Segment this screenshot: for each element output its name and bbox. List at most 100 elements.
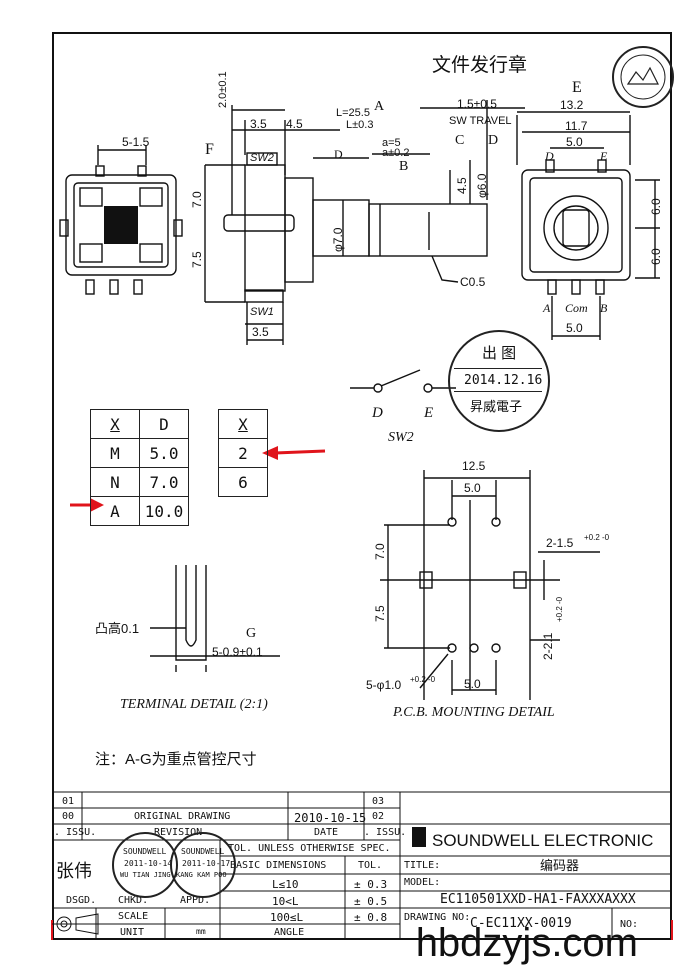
- tol-label: TOL.: [358, 860, 383, 871]
- soundwell-logo-icon: [412, 827, 426, 847]
- pcb-hole-5-phi: 5-φ1.0: [366, 678, 402, 692]
- approval-stamp-1: SOUNDWELL 2011-10-14 WU TIAN JING: [112, 832, 178, 898]
- table-cell: A: [90, 496, 140, 526]
- tol-val-0: ± 0.3: [354, 878, 388, 891]
- doc-stamp-text: 文件发行章: [432, 55, 528, 76]
- basic-dims: BASIC DIMENSIONS: [230, 860, 327, 871]
- table-row: A 10.0: [90, 496, 189, 526]
- table-cell: 2: [218, 438, 268, 468]
- pcb-hole-2-1-5: 2-1.5: [546, 536, 574, 550]
- sw-travel-value: 1.5±0.5: [457, 97, 497, 111]
- sw-travel-label: SW TRAVEL: [449, 115, 512, 127]
- label-pin-A: A: [543, 301, 551, 315]
- issue-stamp-top: 出 图: [482, 345, 517, 362]
- front-dim-top: 5-1.5: [122, 135, 150, 149]
- dim-13-2: 13.2: [560, 98, 584, 112]
- pcb-hole-2-1-5-tol: +0.2 -0: [584, 533, 610, 542]
- issue-stamp-date: 2014.12.16: [464, 373, 543, 388]
- table-row: 2: [218, 438, 268, 468]
- label-E: E: [572, 79, 582, 96]
- label-B: B: [399, 159, 409, 174]
- sw2-label: SW2: [388, 430, 414, 445]
- tol-dim-0: L≤10: [272, 878, 299, 891]
- header-issu-2: . ISSU.: [364, 827, 407, 838]
- terminal-dim: 5-0.9±0.1: [212, 645, 263, 659]
- sw2-label-E: E: [424, 405, 434, 421]
- model-label: MODEL:: [404, 877, 441, 888]
- header-issu: . ISSU.: [54, 827, 97, 838]
- dim-4-5: 4.5: [286, 117, 303, 131]
- unit-label: UNIT: [120, 927, 145, 938]
- terminal-detail-title: TERMINAL DETAIL (2:1): [120, 697, 268, 712]
- pcb-title: P.C.B. MOUNTING DETAIL: [393, 705, 555, 720]
- label-F: F: [205, 141, 214, 158]
- label-pin-B: B: [600, 301, 608, 315]
- no-label: NO:: [620, 919, 639, 930]
- rev-no-00: 00: [62, 811, 75, 822]
- label-right-D: D: [545, 149, 554, 163]
- rev-issu-03: 03: [372, 796, 385, 807]
- tol-header: TOL. UNLESS OTHERWISE SPEC.: [228, 843, 391, 854]
- chkd-label: CHKD.: [118, 895, 149, 906]
- approval-stamp-2: SOUNDWELL 2011-10-17 KANG KAM POO: [170, 832, 236, 898]
- dim-5-0-top: 5.0: [566, 135, 583, 149]
- rev-desc: ORIGINAL DRAWING: [134, 811, 231, 822]
- table-cell: 10.0: [139, 496, 189, 526]
- dim-a-tol: a±0.2: [382, 147, 410, 159]
- header-revision: REVISION: [154, 827, 203, 838]
- label-c05: C0.5: [460, 275, 486, 289]
- label-G: G: [246, 626, 257, 641]
- table-header-x: X: [218, 409, 268, 439]
- rev-no-01: 01: [62, 796, 75, 807]
- title-value: 编码器: [540, 858, 580, 873]
- signature: 张伟: [56, 861, 92, 881]
- table-cell: 6: [218, 467, 268, 497]
- pcb-hole-5-phi-tol: +0.2 -0: [410, 675, 436, 684]
- tol-dim-2: 100≤L: [270, 911, 304, 924]
- table-x: X 2 6: [218, 409, 268, 497]
- table-row: N 7.0: [90, 467, 189, 497]
- table-row: X: [218, 409, 268, 439]
- unit-value: mm: [196, 927, 206, 936]
- tol-val-1: ± 0.5: [354, 895, 388, 908]
- label-D2: D: [488, 133, 499, 148]
- label-C: C: [455, 133, 465, 148]
- pcb-dim-5-0-bot: 5.0: [464, 677, 481, 691]
- sw2-label-D: D: [372, 405, 383, 421]
- issue-stamp-bottom: 昇威電子: [470, 399, 523, 414]
- pcb-dim-12-5: 12.5: [462, 459, 486, 473]
- dim-5-0-bot: 5.0: [566, 321, 583, 335]
- watermark: hbdzyjs.com: [415, 921, 638, 965]
- rev-date: 2010-10-15: [294, 811, 367, 825]
- tol-dim-3: ANGLE: [274, 927, 305, 938]
- table-header-x: X: [90, 409, 140, 439]
- dim-L-tol: L±0.3: [346, 119, 374, 131]
- model-value: EC110501XXD-HA1-FAXXXAXXX: [440, 892, 636, 907]
- company-seal: [612, 46, 674, 108]
- dim-a5: a=5: [382, 137, 401, 149]
- issue-stamp: 出 图 2014.12.16 昇威電子: [448, 330, 550, 432]
- drawing-no-value: C-EC11XX-0019: [470, 916, 572, 931]
- terminal-bump: 凸高0.1: [95, 621, 140, 636]
- tol-val-2: ± 0.8: [354, 911, 388, 924]
- drawing-frame: [52, 32, 672, 940]
- drawing-no-label: DRAWING NO:: [404, 912, 471, 923]
- dim-3-5-bot: 3.5: [252, 325, 269, 339]
- company-name: SOUNDWELL ELECTRONIC: [432, 831, 654, 850]
- label-D: D: [334, 147, 343, 161]
- tol-dim-1: 10<L: [272, 895, 299, 908]
- label-A: A: [374, 99, 385, 114]
- scale-label: SCALE: [118, 911, 149, 922]
- appd-label: APPD.: [180, 895, 211, 906]
- table-x-d: X D M 5.0 N 7.0 A 10.0: [90, 409, 189, 526]
- dim-L-25-5: L=25.5: [336, 107, 370, 119]
- dim-3-5-top: 3.5: [250, 117, 267, 131]
- label-sw1: SW1: [250, 306, 274, 318]
- dim-11-7: 11.7: [565, 119, 588, 133]
- label-right-E: E: [600, 149, 608, 163]
- pcb-dim-5-0-top: 5.0: [464, 481, 481, 495]
- table-row: 6: [218, 467, 268, 497]
- label-sw2: SW2: [250, 152, 274, 164]
